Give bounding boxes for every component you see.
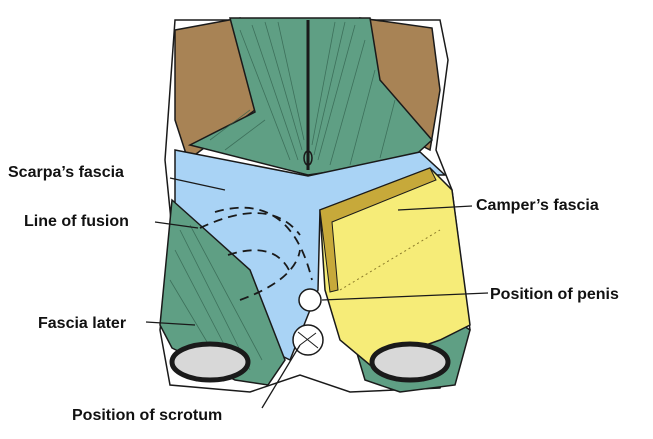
line-of-fusion-dashes xyxy=(199,206,313,301)
label-position-of-scrotum: Position of scrotum xyxy=(72,407,223,424)
umbilicus xyxy=(303,150,313,166)
label-campers-fascia: Camper’s fascia xyxy=(476,197,599,214)
leader-lines xyxy=(145,177,489,409)
right-thigh-section xyxy=(369,341,451,383)
label-position-of-penis: Position of penis xyxy=(490,286,619,303)
campers-fascia-border xyxy=(319,167,437,293)
left-thigh-section xyxy=(169,341,251,383)
scrotum-hatch xyxy=(297,331,319,349)
label-scarpas-fascia: Scarpa’s fascia xyxy=(8,164,124,181)
campers-fascia-flap xyxy=(319,167,471,366)
penis-position-marker xyxy=(298,288,322,312)
label-fascia-later: Fascia later xyxy=(38,315,127,332)
left-thigh-muscle xyxy=(159,198,286,386)
muscle-striations xyxy=(209,21,396,166)
label-line-of-fusion: Line of fusion xyxy=(24,213,129,230)
